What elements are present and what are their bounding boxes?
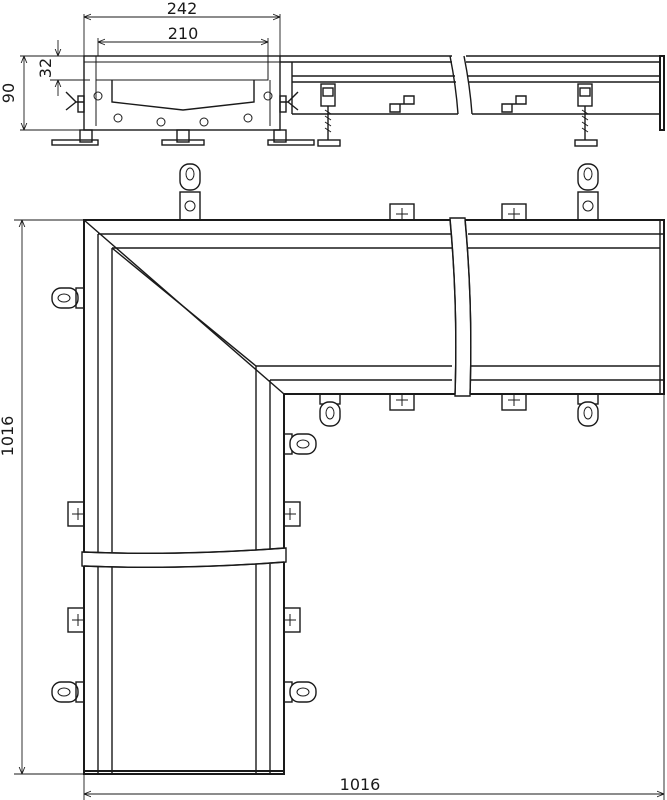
dimension-210: 210 [97, 24, 269, 56]
dim-label-242: 242 [167, 0, 198, 18]
clip-top-1 [389, 203, 415, 221]
corner-channel-plan [81, 217, 665, 775]
lug-left-upper [51, 287, 85, 309]
clip-left-1 [67, 501, 85, 527]
clip-bottom-2 [501, 393, 527, 411]
dimension-1016-vertical: 1016 [0, 219, 84, 775]
dim-label-90: 90 [0, 83, 18, 103]
clip-right-1 [283, 501, 301, 527]
lug-right-upper [283, 433, 317, 455]
dimension-32: 32 [36, 40, 90, 96]
clip-top-2 [501, 203, 527, 221]
dim-label-1016-horizontal: 1016 [340, 775, 381, 794]
dim-label-1016-vertical: 1016 [0, 416, 17, 457]
mounting-lugs [51, 163, 599, 703]
dimension-90: 90 [0, 55, 84, 131]
lug-top-right [577, 163, 599, 221]
channel-side-elevation [280, 55, 665, 147]
z-clips [67, 203, 527, 633]
clip-left-2 [67, 607, 85, 633]
dimension-1016-horizontal: 1016 [83, 394, 665, 800]
clip-bottom-1 [389, 393, 415, 411]
channel-cross-section [51, 55, 315, 146]
lug-left-lower [51, 681, 85, 703]
dim-label-32: 32 [36, 58, 55, 78]
lug-bottom-right [577, 393, 599, 427]
lug-top-left [179, 163, 201, 221]
lug-right-lower [283, 681, 317, 703]
dim-label-210: 210 [168, 24, 199, 43]
dimension-242: 242 [83, 0, 281, 56]
clip-right-2 [283, 607, 301, 633]
lug-bottom-mid [319, 393, 341, 427]
